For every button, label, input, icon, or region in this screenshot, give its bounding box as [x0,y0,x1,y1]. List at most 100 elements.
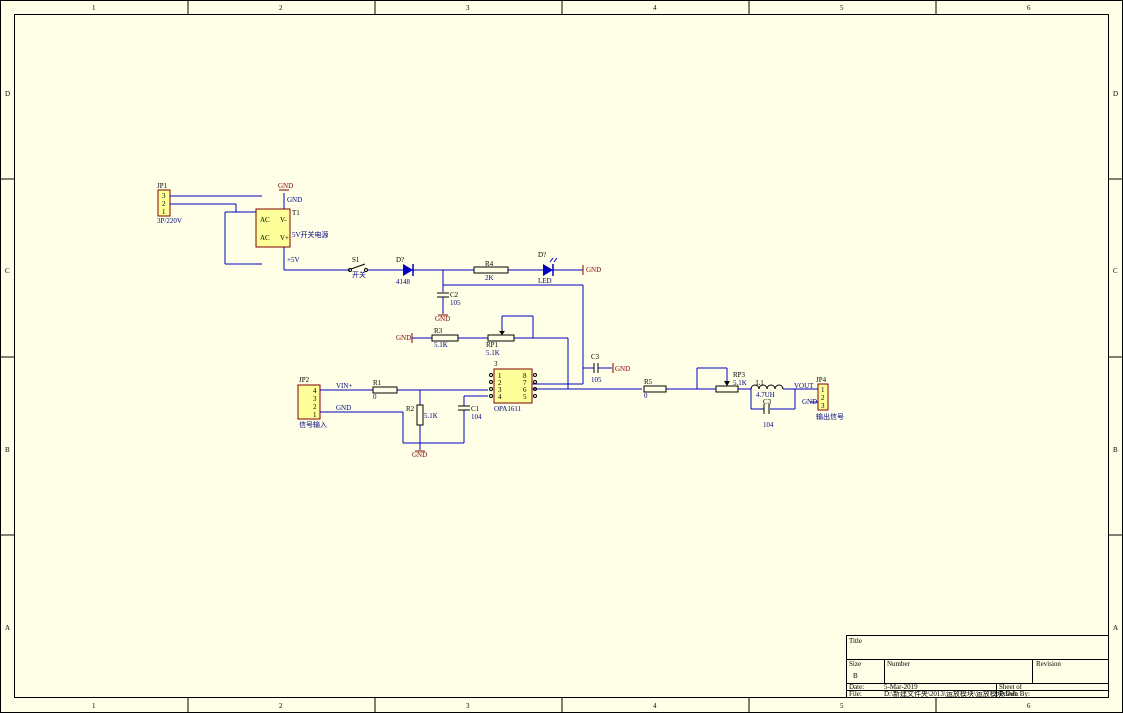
col-label: 2 [279,4,283,12]
svg-text:5.1K: 5.1K [733,379,747,387]
jp1-value: 3P/220V [157,217,182,225]
col-label: 6 [1027,4,1031,12]
col-label: 5 [840,4,844,12]
svg-text:3: 3 [162,192,166,200]
svg-text:D?: D? [538,251,546,259]
wire-r5-rp3 [666,367,728,390]
revision-label: Revision [1036,660,1061,668]
svg-text:5.1K: 5.1K [424,412,438,420]
t1-ref: T1 [292,209,300,217]
power-module-t1: AC AC V- V+ T1 5V开关电源 [255,208,329,248]
row-label: D [5,90,10,98]
svg-text:4.7UH: 4.7UH [756,391,775,399]
svg-text:3: 3 [821,402,825,410]
row-label: C [5,267,10,275]
col-label: 3 [466,4,470,12]
gnd-symbol-t1: GND GND [278,182,302,204]
title-label: Title [849,637,862,645]
resistor-r1: R1 0 [372,379,420,401]
date-value: 5-Mar-2019 [884,683,918,691]
svg-text:GND: GND [615,365,630,373]
svg-text:R2: R2 [406,405,415,413]
svg-text:C2: C2 [450,291,459,299]
capacitor-c3-supply: C3 105 [583,353,612,384]
svg-text:7: 7 [523,379,527,387]
col-label: 6 [1027,702,1031,710]
svg-text:GND: GND [435,315,450,323]
col-label: 3 [466,702,470,710]
svg-text:R1: R1 [373,379,382,387]
gnd-symbol-r3: GND [396,333,413,343]
connector-jp1: 3 2 1 JP1 3P/220V [157,182,182,225]
row-label: B [1113,446,1118,454]
date-label: Date: [849,683,864,691]
pwr-label: +5V [287,256,300,264]
inductor-l1: L1 4.7UH [750,379,784,399]
net-label-gnd: GND [336,404,351,412]
size-label: Size [849,660,861,668]
jp4-ref: JP4 [816,376,827,384]
col-label: 2 [279,702,283,710]
jp2-value: 信号输入 [299,420,327,429]
svg-text:3: 3 [313,395,317,403]
svg-text:4: 4 [313,387,317,395]
svg-text:5.1K: 5.1K [486,349,500,357]
capacitor-c2: C2 105 [437,291,461,314]
drawn-by-label: Drawn By: [999,690,1030,698]
svg-text:1: 1 [162,208,166,216]
svg-text:8: 8 [523,372,527,380]
svg-text:3: 3 [498,386,502,394]
svg-text:GND: GND [586,266,601,274]
svg-text:5: 5 [523,393,527,401]
row-label: D [1113,90,1118,98]
gnd-symbol-r2: GND [412,450,427,459]
jp1-ref: JP1 [157,182,168,190]
capacitor-c3-filter: C3 104 [763,398,774,429]
connector-jp4: 1 2 3 JP4 输出信号 [816,376,844,421]
svg-text:105: 105 [450,299,461,307]
wire-ac [170,195,262,265]
svg-text:2: 2 [498,379,502,387]
capacitor-c1: C1 104 [458,405,482,421]
svg-text:1: 1 [821,386,825,394]
svg-text:V-: V- [280,216,287,224]
svg-text:2: 2 [313,403,317,411]
row-label: C [1113,267,1118,275]
row-label: A [1113,624,1118,632]
col-label: 4 [653,4,657,12]
resistor-r2: R2 5.1K [406,404,438,426]
svg-text:2: 2 [821,394,825,402]
net-label-vout: VOUT [794,382,814,390]
svg-text:RP3: RP3 [733,371,746,379]
row-label: B [5,446,10,454]
wire-lc [750,388,818,410]
gnd-symbol-led: GND [582,265,601,275]
jp4-value: 输出信号 [816,412,844,421]
size-value: B [853,672,858,680]
net-label-gnd-out: GND [802,398,817,406]
gnd-symbol-c3: GND [612,363,630,373]
opamp-opa1611: 3 1 2 3 4 8 7 6 5 OPA1611 [489,360,537,413]
svg-text:6: 6 [523,386,527,394]
opamp-value: OPA1611 [494,405,522,413]
svg-text:C3: C3 [591,353,600,361]
wire-t1-out [283,193,350,271]
wire-input [320,389,488,450]
row-labels-right: D C B A [1113,90,1118,632]
col-label: 1 [92,702,96,710]
svg-text:GND: GND [287,196,302,204]
svg-text:V+: V+ [280,234,289,242]
col-label: 1 [92,4,96,12]
svg-text:4148: 4148 [396,278,411,286]
svg-text:GND: GND [278,182,293,190]
svg-text:104: 104 [763,421,774,429]
svg-text:104: 104 [471,413,482,421]
gnd-symbol-c2: GND [435,314,450,323]
svg-text:R5: R5 [644,378,653,386]
col-label: 4 [653,702,657,710]
svg-text:0: 0 [373,393,377,401]
svg-text:0: 0 [644,392,648,400]
svg-text:C1: C1 [471,405,480,413]
